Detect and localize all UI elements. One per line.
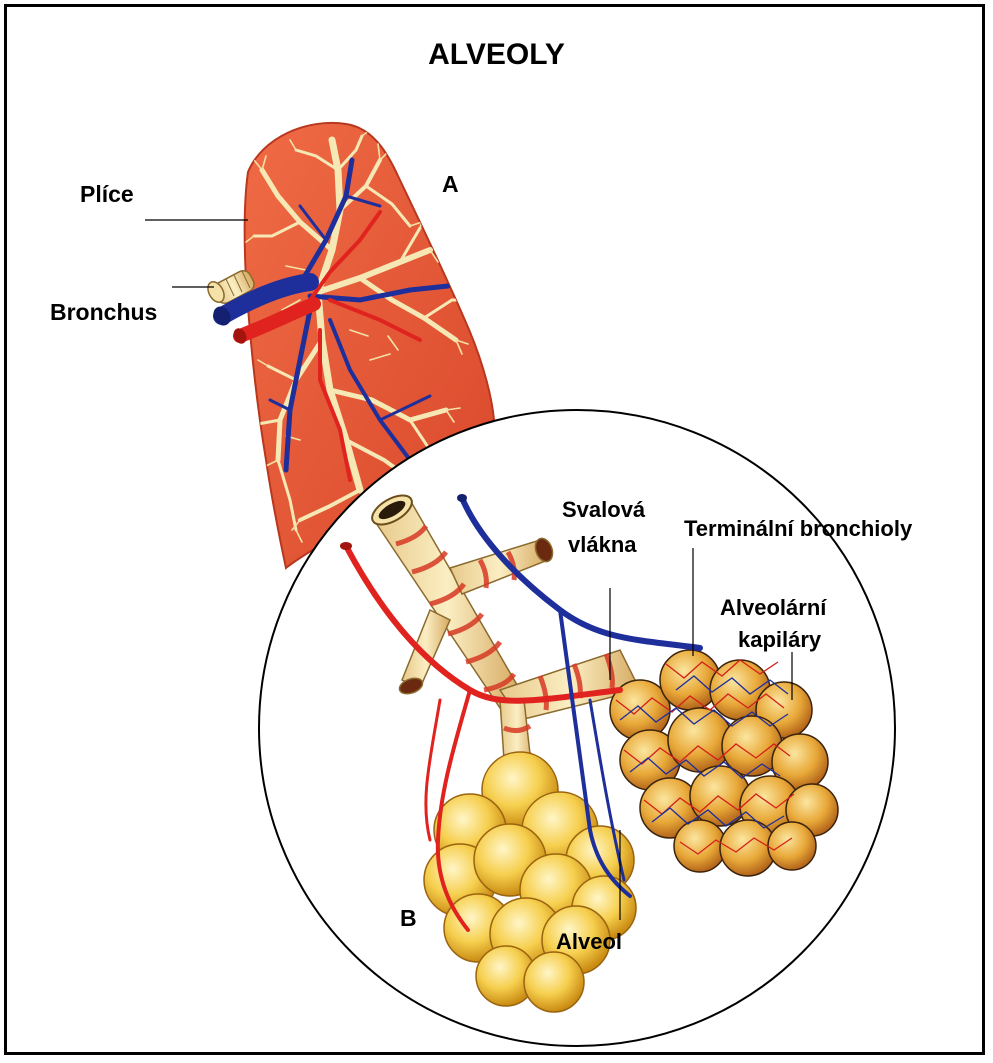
label-alveolarni-kapilary-1: Alveolární: [720, 596, 826, 620]
label-alveolarni-kapilary-2: kapiláry: [738, 628, 821, 652]
label-alveol: Alveol: [556, 930, 622, 954]
label-bronchus: Bronchus: [50, 300, 157, 325]
page-title: ALVEOLY: [0, 38, 993, 71]
label-plice: Plíce: [80, 182, 134, 207]
label-terminalni-bronchioly: Terminální bronchioly: [684, 517, 912, 541]
label-a: A: [442, 172, 459, 197]
label-svalova-vlakna-2: vlákna: [568, 533, 637, 557]
label-svalova-vlakna-1: Svalová: [562, 498, 645, 522]
label-b: B: [400, 906, 417, 931]
